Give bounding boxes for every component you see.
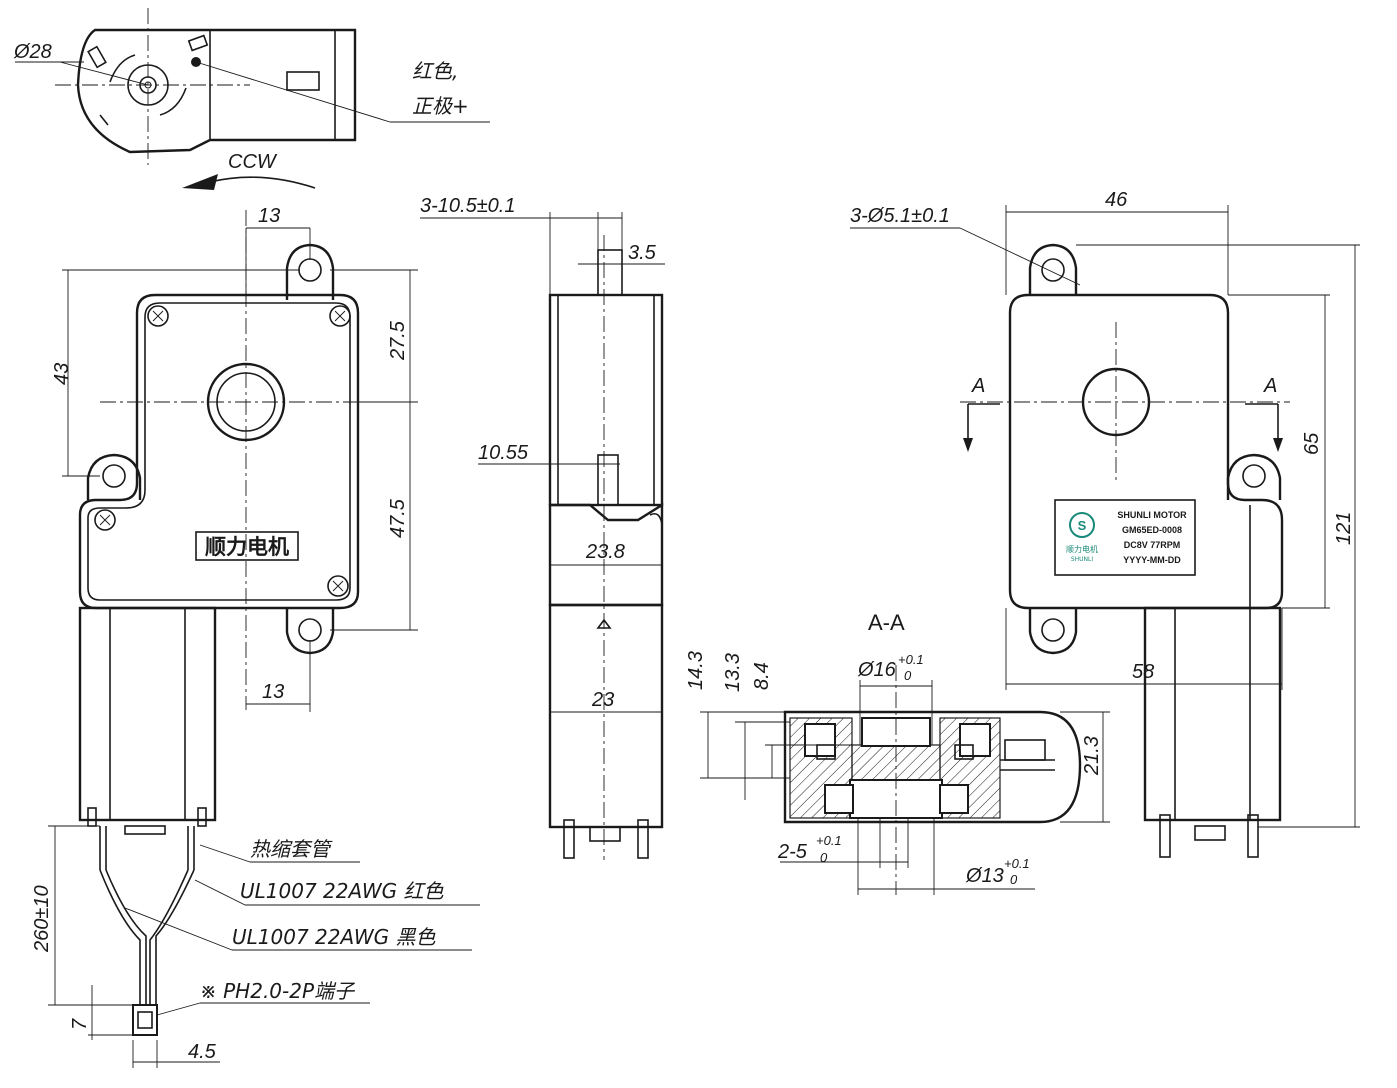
section-tol-phi13-up: +0.1 [1004,856,1030,871]
back-dim-121: 121 [1333,512,1355,545]
back-dim-46: 46 [1105,189,1128,211]
front-brand-plate: 顺力电机 [205,535,289,559]
back-dim-58: 58 [1132,661,1154,683]
section-dim-2-5: 2-5 [777,841,808,863]
nameplate [1054,499,1196,576]
svg-text:S: S [1078,518,1087,533]
front-dim-13-bottom: 13 [262,681,284,703]
section-dim-21-3: 21.3 [1081,736,1103,776]
side-dim-23: 23 [591,689,614,711]
side-dim-23-8: 23.8 [585,541,625,563]
side-view: 3-10.5±0.1 3.5 10.55 23.8 23 [420,195,665,860]
back-dim-holes: 3-Ø5.1±0.1 [850,205,950,227]
wiring: 260±10 7 4.5 热缩套管 UL1007 22AWG 红色 UL1007… [31,825,480,1068]
logo-cn: 顺力电机 [1066,544,1098,554]
logo-icon [1069,512,1095,538]
side-dim-shaft: 3-10.5±0.1 [420,195,516,217]
section-mark-right: A [1263,375,1277,397]
section-tol-phi13-lo: 0 [1010,872,1018,887]
front-dim-47-5: 47.5 [387,498,409,538]
connector-dim-7: 7 [69,1018,91,1030]
back-dim-65: 65 [1301,432,1323,455]
positive-wire-note-2: 正极+ [412,94,469,118]
section-dim-phi13: Ø13 [965,865,1004,887]
connector-icon [132,1004,158,1036]
front-dim-43: 43 [51,363,73,385]
wire-length-dim: 260±10 [31,885,53,953]
back-view: S 顺力电机 SHUNLI SHUNLI MOTOR GM65ED-0008 D… [850,189,1360,858]
side-dim-10-55: 10.55 [478,442,529,464]
front-dim-13-top: 13 [258,205,280,227]
section-dim-14-3: 14.3 [685,651,707,690]
rotation-direction-label: CCW [228,151,278,173]
section-mark-left: A [971,375,985,397]
rotation-arrow-icon [182,174,218,190]
top-diameter-label: Ø28 [13,41,52,63]
red-wire-note: UL1007 22AWG 红色 [240,879,444,903]
section-tol-phi16-lo: 0 [904,668,912,683]
logo-en: SHUNLI [1071,556,1094,563]
section-tol-phi16-up: +0.1 [898,652,924,667]
section-dim-phi16: Ø16 [857,659,897,681]
section-title: A-A [868,610,905,635]
black-wire-note: UL1007 22AWG 黑色 [232,925,436,949]
label-line-4: YYYY-MM-DD [1123,555,1181,565]
section-tol-2-5-up: +0.1 [816,833,842,848]
side-dim-3-5: 3.5 [628,242,657,264]
positive-wire-note-1: 红色, [412,59,458,83]
label-line-1: SHUNLI MOTOR [1117,510,1187,520]
section-dim-13-3: 13.3 [722,653,744,692]
screw-icon [94,305,351,597]
heat-shrink-note: 热缩套管 [250,837,333,861]
top-view: Ø28 红色, 正极+ CCW [13,8,490,190]
label-line-3: DC8V 77RPM [1124,540,1181,550]
connector-dim-4-5: 4.5 [188,1041,217,1063]
front-dim-27-5: 27.5 [387,320,409,361]
section-a-a: A-A 14.3 13.3 8.4 Ø16 +0.1 0 [685,610,1110,895]
connector-note: ※ PH2.0-2P端子 [200,979,356,1003]
label-line-2: GM65ED-0008 [1122,525,1182,535]
front-view: 顺力电机 13 13 43 27.5 47.5 [51,205,418,835]
section-tol-2-5-lo: 0 [820,850,828,865]
section-dim-8-4: 8.4 [751,662,773,690]
